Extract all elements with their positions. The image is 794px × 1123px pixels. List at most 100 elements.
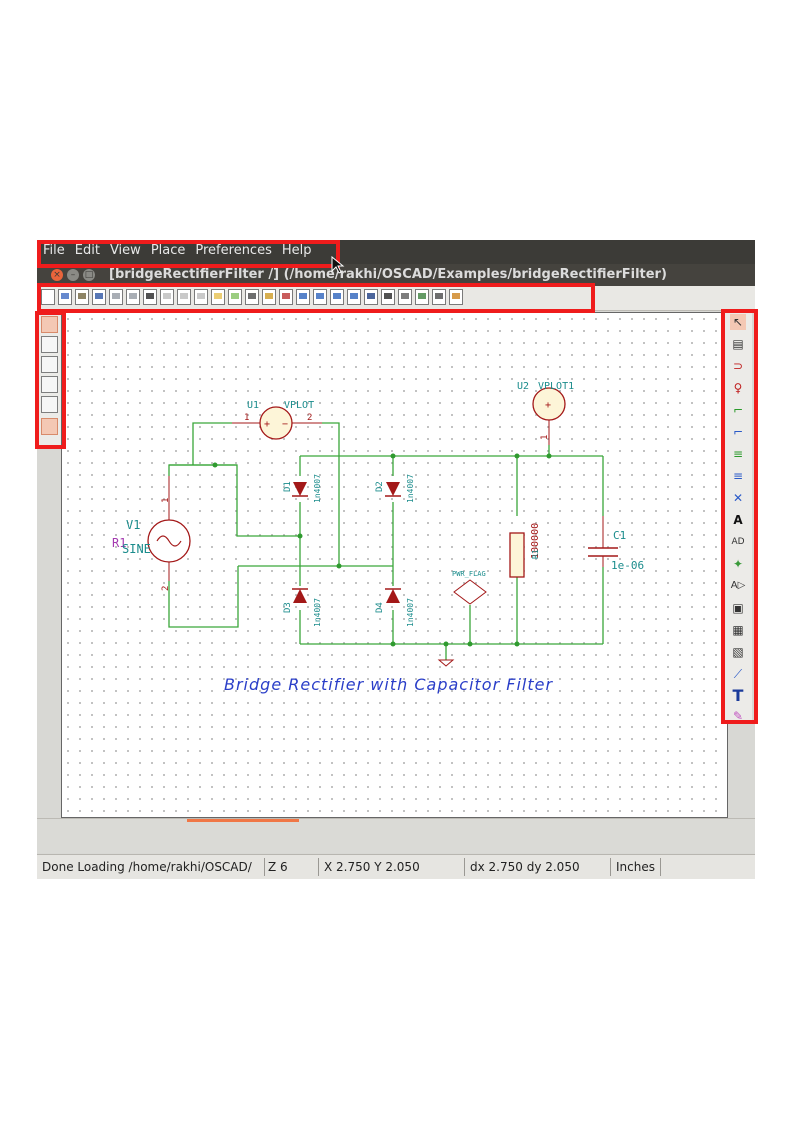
find-icon[interactable] [364, 289, 378, 305]
add-bus-icon[interactable]: ⌐ [732, 425, 744, 439]
wire-angle-icon[interactable] [41, 418, 58, 435]
import-sheet-pin-icon[interactable]: ▦ [732, 623, 744, 637]
paste-icon[interactable] [194, 289, 208, 305]
menu-edit[interactable]: Edit [74, 243, 100, 258]
annotate-icon[interactable] [279, 289, 293, 305]
diode-d2[interactable]: D2 1n4007 [375, 474, 415, 503]
add-power-icon[interactable]: ♀ [733, 381, 743, 395]
netlist-generate-icon[interactable] [381, 289, 395, 305]
zoom-out-icon[interactable] [313, 289, 327, 305]
junction-dot [467, 641, 473, 647]
junction-dot [336, 563, 342, 569]
schematic-drawing: + − U1 VPLOT 1 2 + U2 VPLOT1 1 [112, 381, 644, 694]
erc-icon[interactable] [398, 289, 412, 305]
add-sheet-icon[interactable]: ▣ [732, 601, 744, 615]
redraw-icon[interactable] [330, 289, 344, 305]
bus-to-bus-entry-icon[interactable]: ≡ [732, 469, 744, 483]
scrollbar-thumb[interactable] [187, 819, 299, 822]
wires [168, 422, 604, 660]
d2-value-label: 1n4007 [406, 474, 415, 503]
ground-symbol[interactable] [437, 659, 455, 667]
d2-ref-label: D2 [375, 481, 385, 492]
save-icon[interactable] [92, 289, 106, 305]
u1-ref-label: U1 [247, 400, 259, 411]
mouse-cursor-icon [331, 256, 345, 274]
status-bar: Done Loading /home/rakhi/OSCAD/ Z 6 X 2.… [37, 854, 755, 879]
menu-place[interactable]: Place [150, 243, 186, 258]
vplot-u2[interactable]: + U2 VPLOT1 1 [517, 381, 574, 445]
units-inch-icon[interactable] [41, 336, 58, 353]
horizontal-scrollbar[interactable] [37, 818, 755, 853]
junction-dot [212, 462, 218, 468]
hidden-pins-icon[interactable] [41, 396, 58, 413]
pwr-flag[interactable]: PWR_FLAG [452, 570, 487, 605]
add-component-icon[interactable]: ⊃ [732, 359, 744, 373]
v1-pin2-label: 2 [161, 586, 171, 591]
cursor-shape-icon[interactable] [41, 376, 58, 393]
d4-ref-label: D4 [375, 602, 385, 613]
zoom-fit-icon[interactable] [347, 289, 361, 305]
menu-help[interactable]: Help [281, 243, 312, 258]
v1-pin1-label: 1 [161, 498, 171, 503]
open-schematic-icon[interactable] [58, 289, 72, 305]
minimize-icon[interactable]: – [67, 269, 79, 281]
units-mm-icon[interactable] [41, 356, 58, 373]
undo-icon[interactable] [211, 289, 225, 305]
redo-icon[interactable] [228, 289, 242, 305]
menu-file[interactable]: File [43, 243, 65, 258]
netlist-icon[interactable] [262, 289, 276, 305]
diode-d4[interactable]: D4 1n4007 [375, 588, 415, 627]
zoom-in-icon[interactable] [296, 289, 310, 305]
new-schematic-icon[interactable] [41, 289, 55, 305]
close-icon[interactable]: × [51, 269, 63, 281]
diode-d1[interactable]: D1 1n4007 [283, 474, 322, 503]
menu-view[interactable]: View [109, 243, 141, 258]
status-message: Done Loading /home/rakhi/OSCAD/ [39, 858, 265, 876]
sine-source-v1[interactable]: V1 R1 SINE 1 2 [112, 476, 191, 591]
copy-icon[interactable] [177, 289, 191, 305]
add-text-icon[interactable]: T [732, 686, 744, 705]
u2-value-label: VPLOT1 [538, 381, 574, 392]
window-title: [bridgeRectifierFilter /] (/home/rakhi/O… [109, 267, 667, 282]
svg-text:−: − [282, 419, 288, 430]
c1-value-label: 1e-06 [611, 559, 644, 572]
resistor-r1[interactable]: 100000 R1 [509, 523, 541, 578]
select-arrow-icon[interactable]: ↖ [730, 314, 746, 330]
add-net-name-icon[interactable]: A [733, 513, 743, 527]
print-icon[interactable] [245, 289, 259, 305]
junctions [212, 453, 552, 647]
highlight-net-icon[interactable]: ▤ [732, 337, 744, 351]
v1-value-label: SINE [122, 542, 151, 556]
diode-d3[interactable]: D3 1n4007 [283, 588, 322, 627]
page-settings-icon[interactable] [109, 289, 123, 305]
delete-item-icon[interactable]: ✎ [732, 709, 744, 723]
maximize-icon[interactable]: □ [83, 269, 95, 281]
cut-icon[interactable] [160, 289, 174, 305]
add-junction-icon[interactable]: ✦ [732, 557, 744, 571]
junction-dot [390, 453, 396, 459]
schematic-setup-icon[interactable] [75, 289, 89, 305]
capacitor-c1[interactable]: C1 1e-06 [588, 516, 644, 572]
pcbnew-icon[interactable] [449, 289, 463, 305]
add-sheet-pin-icon[interactable]: ▧ [732, 645, 744, 659]
library-browser-icon[interactable] [143, 289, 157, 305]
add-wire-icon[interactable]: ⌐ [732, 403, 744, 417]
no-connect-icon[interactable]: ✕ [732, 491, 744, 505]
d1-value-label: 1n4007 [313, 474, 322, 503]
schematic-canvas[interactable]: + − U1 VPLOT 1 2 + U2 VPLOT1 1 [61, 312, 728, 818]
add-graphic-line-icon[interactable]: ⟋ [733, 667, 743, 681]
bom-icon[interactable] [415, 289, 429, 305]
wire-to-bus-entry-icon[interactable]: ≡ [732, 447, 744, 461]
pwr-flag-label: PWR_FLAG [452, 570, 486, 578]
library-editor-icon[interactable] [126, 289, 140, 305]
d4-value-label: 1n4007 [406, 598, 415, 627]
u2-pin1-label: 1 [540, 435, 550, 440]
vplot-u1[interactable]: + − U1 VPLOT 1 2 [232, 400, 322, 440]
grid-toggle-icon[interactable] [41, 316, 58, 333]
footprint-assign-icon[interactable] [432, 289, 446, 305]
junction-dot [297, 533, 303, 539]
add-global-label-icon[interactable]: AD [731, 537, 745, 547]
add-hierarchical-label-icon[interactable]: A▷ [730, 580, 746, 591]
wire [192, 422, 232, 465]
menu-preferences[interactable]: Preferences [195, 243, 272, 258]
